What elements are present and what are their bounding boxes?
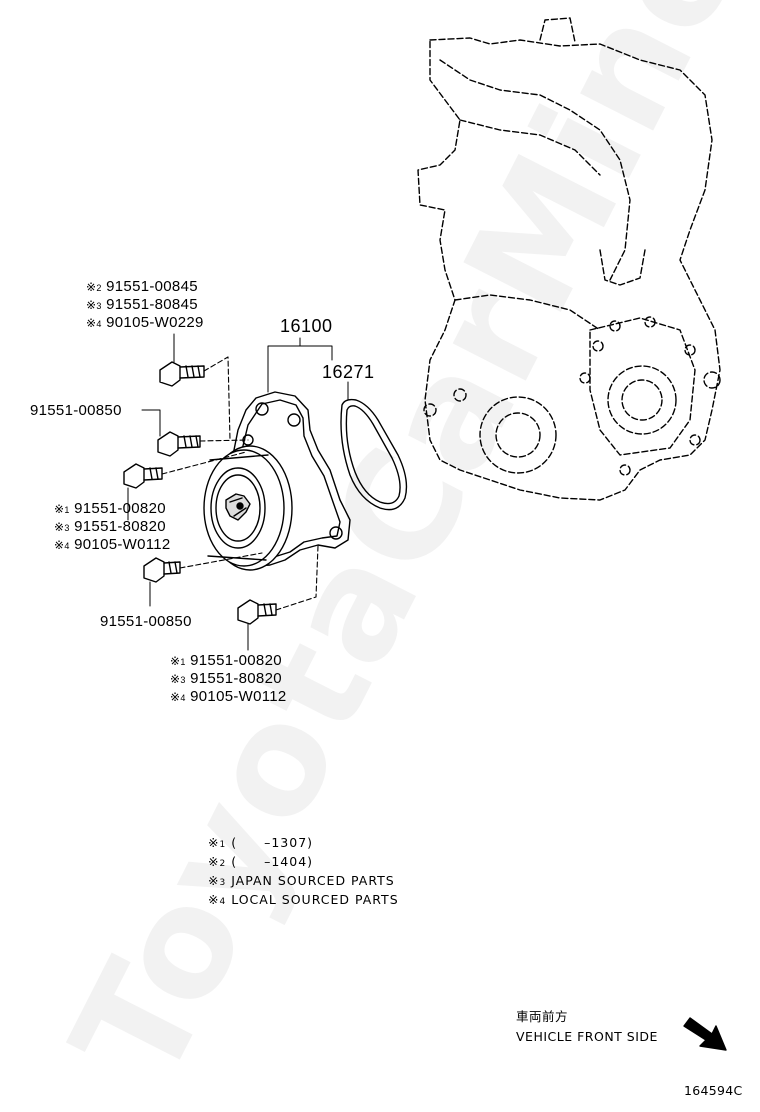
- bolt-left-upper: [157, 431, 201, 457]
- label-top-group-3[interactable]: ※4 90105-W0229: [86, 314, 204, 331]
- bolt-top: [159, 361, 205, 387]
- note-2: ※2 ( –1404): [208, 854, 314, 869]
- label-bottom-group-2[interactable]: ※3 91551-80820: [170, 670, 282, 687]
- water-pump: [203, 391, 351, 571]
- label-mid-group-1[interactable]: ※1 91551-00820: [54, 500, 166, 517]
- label-bottom-group-3[interactable]: ※4 90105-W0112: [170, 688, 287, 705]
- bolt-mid: [123, 463, 163, 489]
- alignment-lines: [161, 356, 319, 611]
- vehicle-front-arrow: [683, 1017, 727, 1051]
- label-bolt-left-lower[interactable]: 91551-00850: [100, 613, 192, 630]
- bolt-left-lower: [143, 557, 181, 583]
- gasket-16271: [340, 398, 408, 511]
- label-top-group-1[interactable]: ※2 91551-00845: [86, 278, 198, 295]
- label-top-group-2[interactable]: ※3 91551-80845: [86, 296, 198, 313]
- engine-block: [417, 17, 721, 501]
- figure-id: 164594C: [684, 1083, 743, 1098]
- note-3: ※3 JAPAN SOURCED PARTS: [208, 873, 395, 888]
- label-bolt-left-upper[interactable]: 91551-00850: [30, 402, 122, 419]
- label-mid-group-2[interactable]: ※3 91551-80820: [54, 518, 166, 535]
- label-gasket-16271[interactable]: 16271: [322, 362, 375, 382]
- label-bottom-group-1[interactable]: ※1 91551-00820: [170, 652, 282, 669]
- direction-jp: 車両前方: [516, 1009, 569, 1024]
- bolt-bottom: [237, 599, 277, 625]
- label-mid-group-3[interactable]: ※4 90105-W0112: [54, 536, 171, 553]
- note-1: ※1 ( –1307): [208, 835, 314, 850]
- label-assembly-16100[interactable]: 16100: [280, 316, 333, 336]
- direction-en: VEHICLE FRONT SIDE: [516, 1029, 658, 1044]
- leader-lines: [127, 333, 349, 651]
- note-4: ※4 LOCAL SOURCED PARTS: [208, 892, 399, 907]
